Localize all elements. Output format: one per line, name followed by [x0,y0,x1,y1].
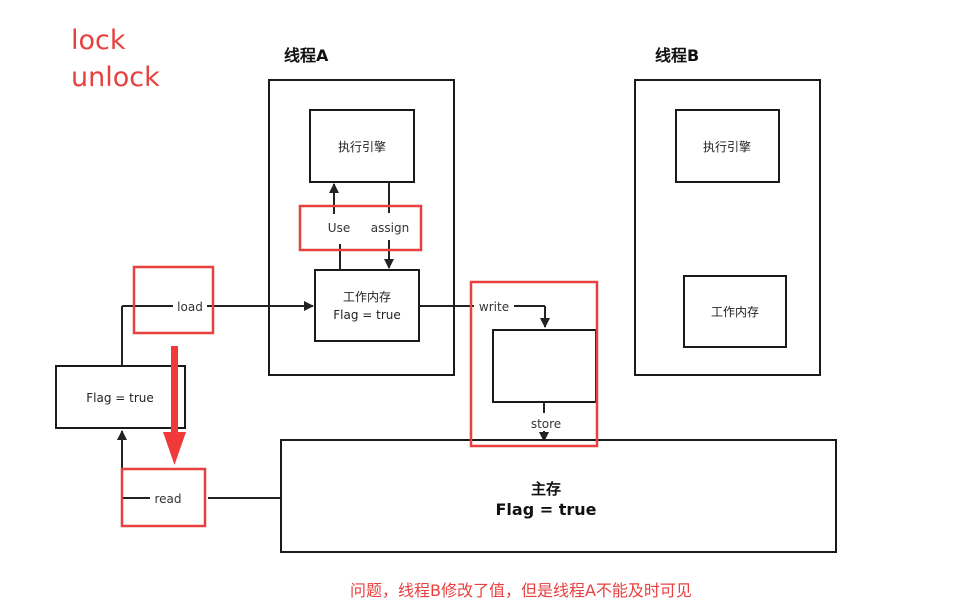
write-label: write [479,300,509,314]
load-label: load [177,300,203,314]
unlock-note: unlock [71,62,160,93]
use-label: Use [328,221,350,235]
thread-b-box [634,79,821,376]
red-arrow-head [163,432,186,465]
thread-a-box [268,79,455,376]
thread-b-engine-box [675,109,780,183]
thread-a-working-memory-box [314,269,420,342]
thread-a-title: 线程A [284,46,329,65]
read-highlight [120,467,207,528]
lock-note: lock [71,25,126,56]
use-assign-highlight [298,204,423,252]
thread-b-engine-label: 执行引擎 [703,139,751,154]
assign-label: assign [371,221,409,235]
red-arrow-shaft [171,346,178,438]
write-store-highlight [469,280,599,448]
thread-b-working-memory-box [683,275,787,348]
problem-caption: 问题，线程B修改了值，但是线程A不能及时可见 [350,581,692,600]
store-label: store [531,417,561,431]
write-buffer-box [492,329,597,403]
thread-a-engine-label: 执行引擎 [338,139,386,154]
main-memory-value: Flag = true [496,500,597,519]
buffer-flag-box [55,365,186,429]
thread-b-title: 线程B [655,46,700,65]
thread-a-working-memory-label: 工作内存 [343,290,391,304]
thread-a-working-memory-value: Flag = true [333,308,401,322]
buffer-flag-value: Flag = true [86,391,154,405]
load-highlight [132,265,215,335]
main-memory-title: 主存 [531,480,561,498]
thread-b-working-memory-label: 工作内存 [711,305,759,319]
main-memory-box [280,439,837,553]
read-label: read [154,492,181,506]
thread-a-engine-box [309,109,415,183]
